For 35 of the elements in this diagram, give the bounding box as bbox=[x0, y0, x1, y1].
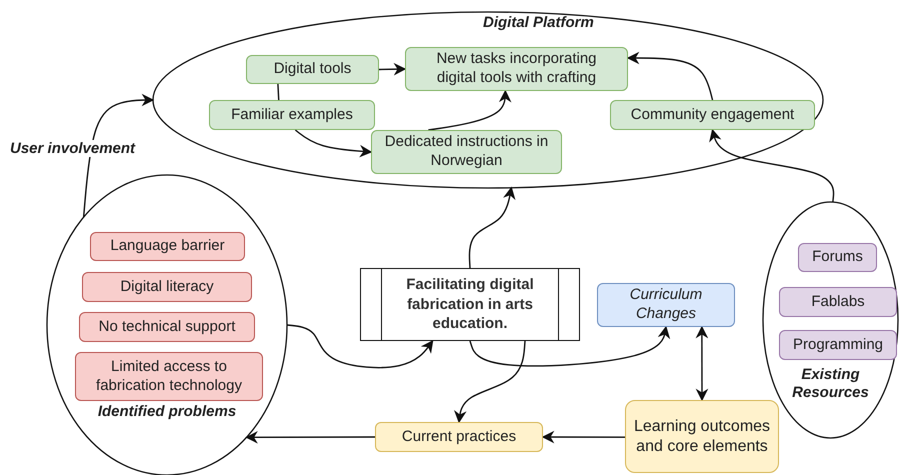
label-box: Fablabs bbox=[779, 287, 897, 317]
arrow bbox=[709, 128, 834, 202]
label-box: Forums bbox=[798, 243, 877, 272]
label-box: New tasks incorporating digital tools with crafting bbox=[405, 47, 628, 91]
arrow bbox=[469, 326, 670, 367]
label-box: Curriculum Changes bbox=[597, 283, 735, 327]
label-box: Limited access to fabrication technology bbox=[75, 352, 263, 401]
label-box: Dedicated instructions in Norwegian bbox=[371, 130, 562, 174]
label-box: Language barrier bbox=[90, 232, 245, 261]
arrow bbox=[696, 326, 708, 402]
edge-label: User involvement bbox=[10, 140, 136, 157]
label-box: Current practices bbox=[375, 422, 543, 452]
arrow bbox=[286, 324, 434, 368]
label-box: Community engagement bbox=[610, 100, 815, 130]
arrow bbox=[378, 62, 406, 76]
label-box: Digital literacy bbox=[82, 272, 252, 302]
connector-line bbox=[277, 84, 280, 100]
group-heading: Identified problems bbox=[96, 403, 238, 421]
process-text: Facilitating digital fabrication in arts education. bbox=[405, 275, 535, 334]
group-heading: Digital Platform bbox=[483, 14, 594, 32]
arrow bbox=[82, 94, 154, 218]
arrow bbox=[468, 186, 516, 268]
arrow bbox=[626, 52, 714, 100]
label-box: Familiar examples bbox=[209, 100, 375, 130]
arrow bbox=[542, 430, 625, 444]
group-heading: Existing Resources bbox=[791, 366, 870, 402]
label-box: Digital tools bbox=[246, 55, 379, 84]
label-box: Learning outcomes and core elements bbox=[625, 400, 779, 473]
arrow bbox=[428, 90, 512, 131]
arrow bbox=[454, 340, 526, 424]
arrow bbox=[245, 431, 375, 444]
label-box: Programming bbox=[779, 330, 897, 360]
arrow bbox=[294, 129, 372, 158]
process-box bbox=[360, 268, 580, 341]
label-box: No technical support bbox=[79, 312, 255, 342]
